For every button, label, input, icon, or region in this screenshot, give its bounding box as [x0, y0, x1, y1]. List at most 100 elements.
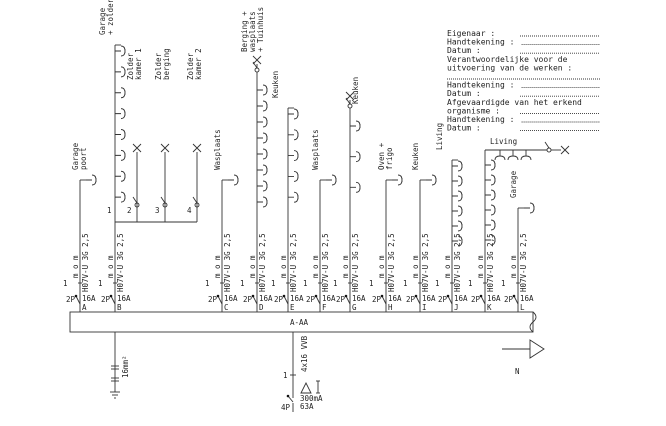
socket-icon	[485, 159, 496, 171]
title-block-line: Datum :	[447, 89, 481, 98]
title-block-line: Datum :	[447, 46, 481, 55]
socket-icon	[326, 174, 337, 186]
circuit-count: 1	[240, 279, 245, 288]
room-label: + Tuinhuis	[256, 7, 265, 52]
breaker-poles: 2P	[406, 295, 416, 304]
circuit-count: 1	[468, 279, 473, 288]
circuit-count: 1	[98, 279, 103, 288]
circuit-letter: A	[82, 303, 87, 312]
switch-icon	[254, 67, 260, 73]
circuit-count: 1	[107, 206, 112, 215]
lamp-icon	[560, 145, 570, 155]
circuit-count: 1	[435, 279, 440, 288]
breaker-rating: 16A	[388, 294, 402, 303]
socket-icon	[485, 189, 496, 201]
socket-icon	[350, 151, 361, 163]
breaker-rating: 16A	[422, 294, 436, 303]
circuit-letter: E	[290, 303, 295, 312]
circuit-letter: C	[224, 303, 229, 312]
title-block-line: Handtekening :	[447, 81, 514, 90]
breaker-poles: 2P	[504, 295, 514, 304]
socket-icon	[452, 160, 463, 172]
room-label: berging	[162, 48, 171, 80]
breaker-rating: 16A	[224, 294, 238, 303]
title-block-line: Eigenaar :	[447, 29, 495, 38]
breaker-poles: 2P	[471, 295, 481, 304]
circuit-letter: I	[422, 303, 427, 312]
title-block-line: uitvoering van de werken :	[447, 63, 572, 72]
circuit-letter: G	[352, 303, 357, 312]
socket-icon	[257, 148, 268, 160]
breaker-icon	[447, 295, 453, 305]
socket-icon	[452, 220, 463, 232]
circuit-letter: J	[454, 303, 459, 312]
socket-icon	[520, 150, 532, 161]
breaker-rating: 16A	[520, 294, 534, 303]
breaker-icon	[381, 295, 387, 305]
socket-icon	[288, 150, 299, 162]
room-label: kamer 2	[194, 48, 203, 80]
cable-mode: m o m	[509, 255, 518, 278]
circuit-count: 1	[501, 279, 506, 288]
cable-spec: H07V-U 3G 2,5	[81, 233, 90, 292]
bus-label: A-AA	[290, 318, 309, 327]
socket-icon	[288, 108, 299, 120]
socket-icon	[115, 191, 126, 203]
socket-icon	[524, 202, 535, 214]
room-label: poort	[79, 147, 88, 170]
circuit-letter: L	[520, 303, 525, 312]
breaker-rating: 16A	[290, 294, 304, 303]
room-label: Zolder	[186, 52, 195, 80]
breaker-poles: 2P	[372, 295, 382, 304]
socket-icon	[485, 219, 496, 231]
cable-spec: H07V-U 3G 2,5	[519, 233, 528, 292]
switch-icon	[546, 147, 552, 153]
socket-icon	[257, 132, 268, 144]
branch-number: 2	[127, 206, 132, 215]
breaker-rating: 16A	[352, 294, 366, 303]
socket-icon	[452, 235, 463, 247]
title-block-line: Afgevaardigde van het erkend	[447, 98, 582, 107]
breaker-poles: 2P	[66, 295, 76, 304]
north-arrow: N	[502, 339, 545, 376]
cable-mode: m o m	[106, 255, 115, 278]
breaker-poles: 2P	[306, 295, 316, 304]
lamp-icon	[252, 55, 262, 65]
room-label: Wasplaats	[213, 129, 222, 170]
socket-icon	[350, 120, 361, 132]
socket-icon	[485, 174, 496, 186]
breaker-icon	[252, 295, 258, 305]
socket-icon	[452, 175, 463, 187]
circuit-count: 1	[333, 279, 338, 288]
circuit-count: 1	[369, 279, 374, 288]
socket-icon	[350, 181, 361, 193]
earth-section: 16mm²	[121, 355, 130, 378]
breaker-icon	[415, 295, 421, 305]
breaker-icon	[75, 295, 81, 305]
differential-triangle-icon	[300, 381, 312, 394]
circuit-count: 1	[271, 279, 276, 288]
cable-mode: m o m	[213, 255, 222, 278]
room-label: Garage	[509, 170, 518, 198]
socket-icon	[485, 234, 496, 246]
room-label: Living	[435, 123, 444, 150]
cable-spec: H07V-U 3G 2,5	[289, 233, 298, 292]
title-block-line: Handtekening :	[447, 115, 514, 124]
socket-icon	[115, 45, 126, 57]
title-block: Eigenaar :Handtekening :Datum :Verantwoo…	[447, 29, 600, 133]
socket-icon	[115, 108, 126, 120]
breaker-icon	[513, 295, 519, 305]
circuit-letter: B	[117, 303, 122, 312]
circuit-count: 1	[403, 279, 408, 288]
cable-spec: H07V-U 3G 2,5	[116, 233, 125, 292]
breaker-icon	[217, 295, 223, 305]
socket-icon	[452, 190, 463, 202]
cable-spec: H07V-U 3G 2,5	[387, 233, 396, 292]
breaker-rating: 16A	[117, 294, 131, 303]
breaker-poles: 2P	[336, 295, 346, 304]
circuit-letter: D	[259, 303, 264, 312]
room-label: Keuken	[271, 71, 280, 98]
